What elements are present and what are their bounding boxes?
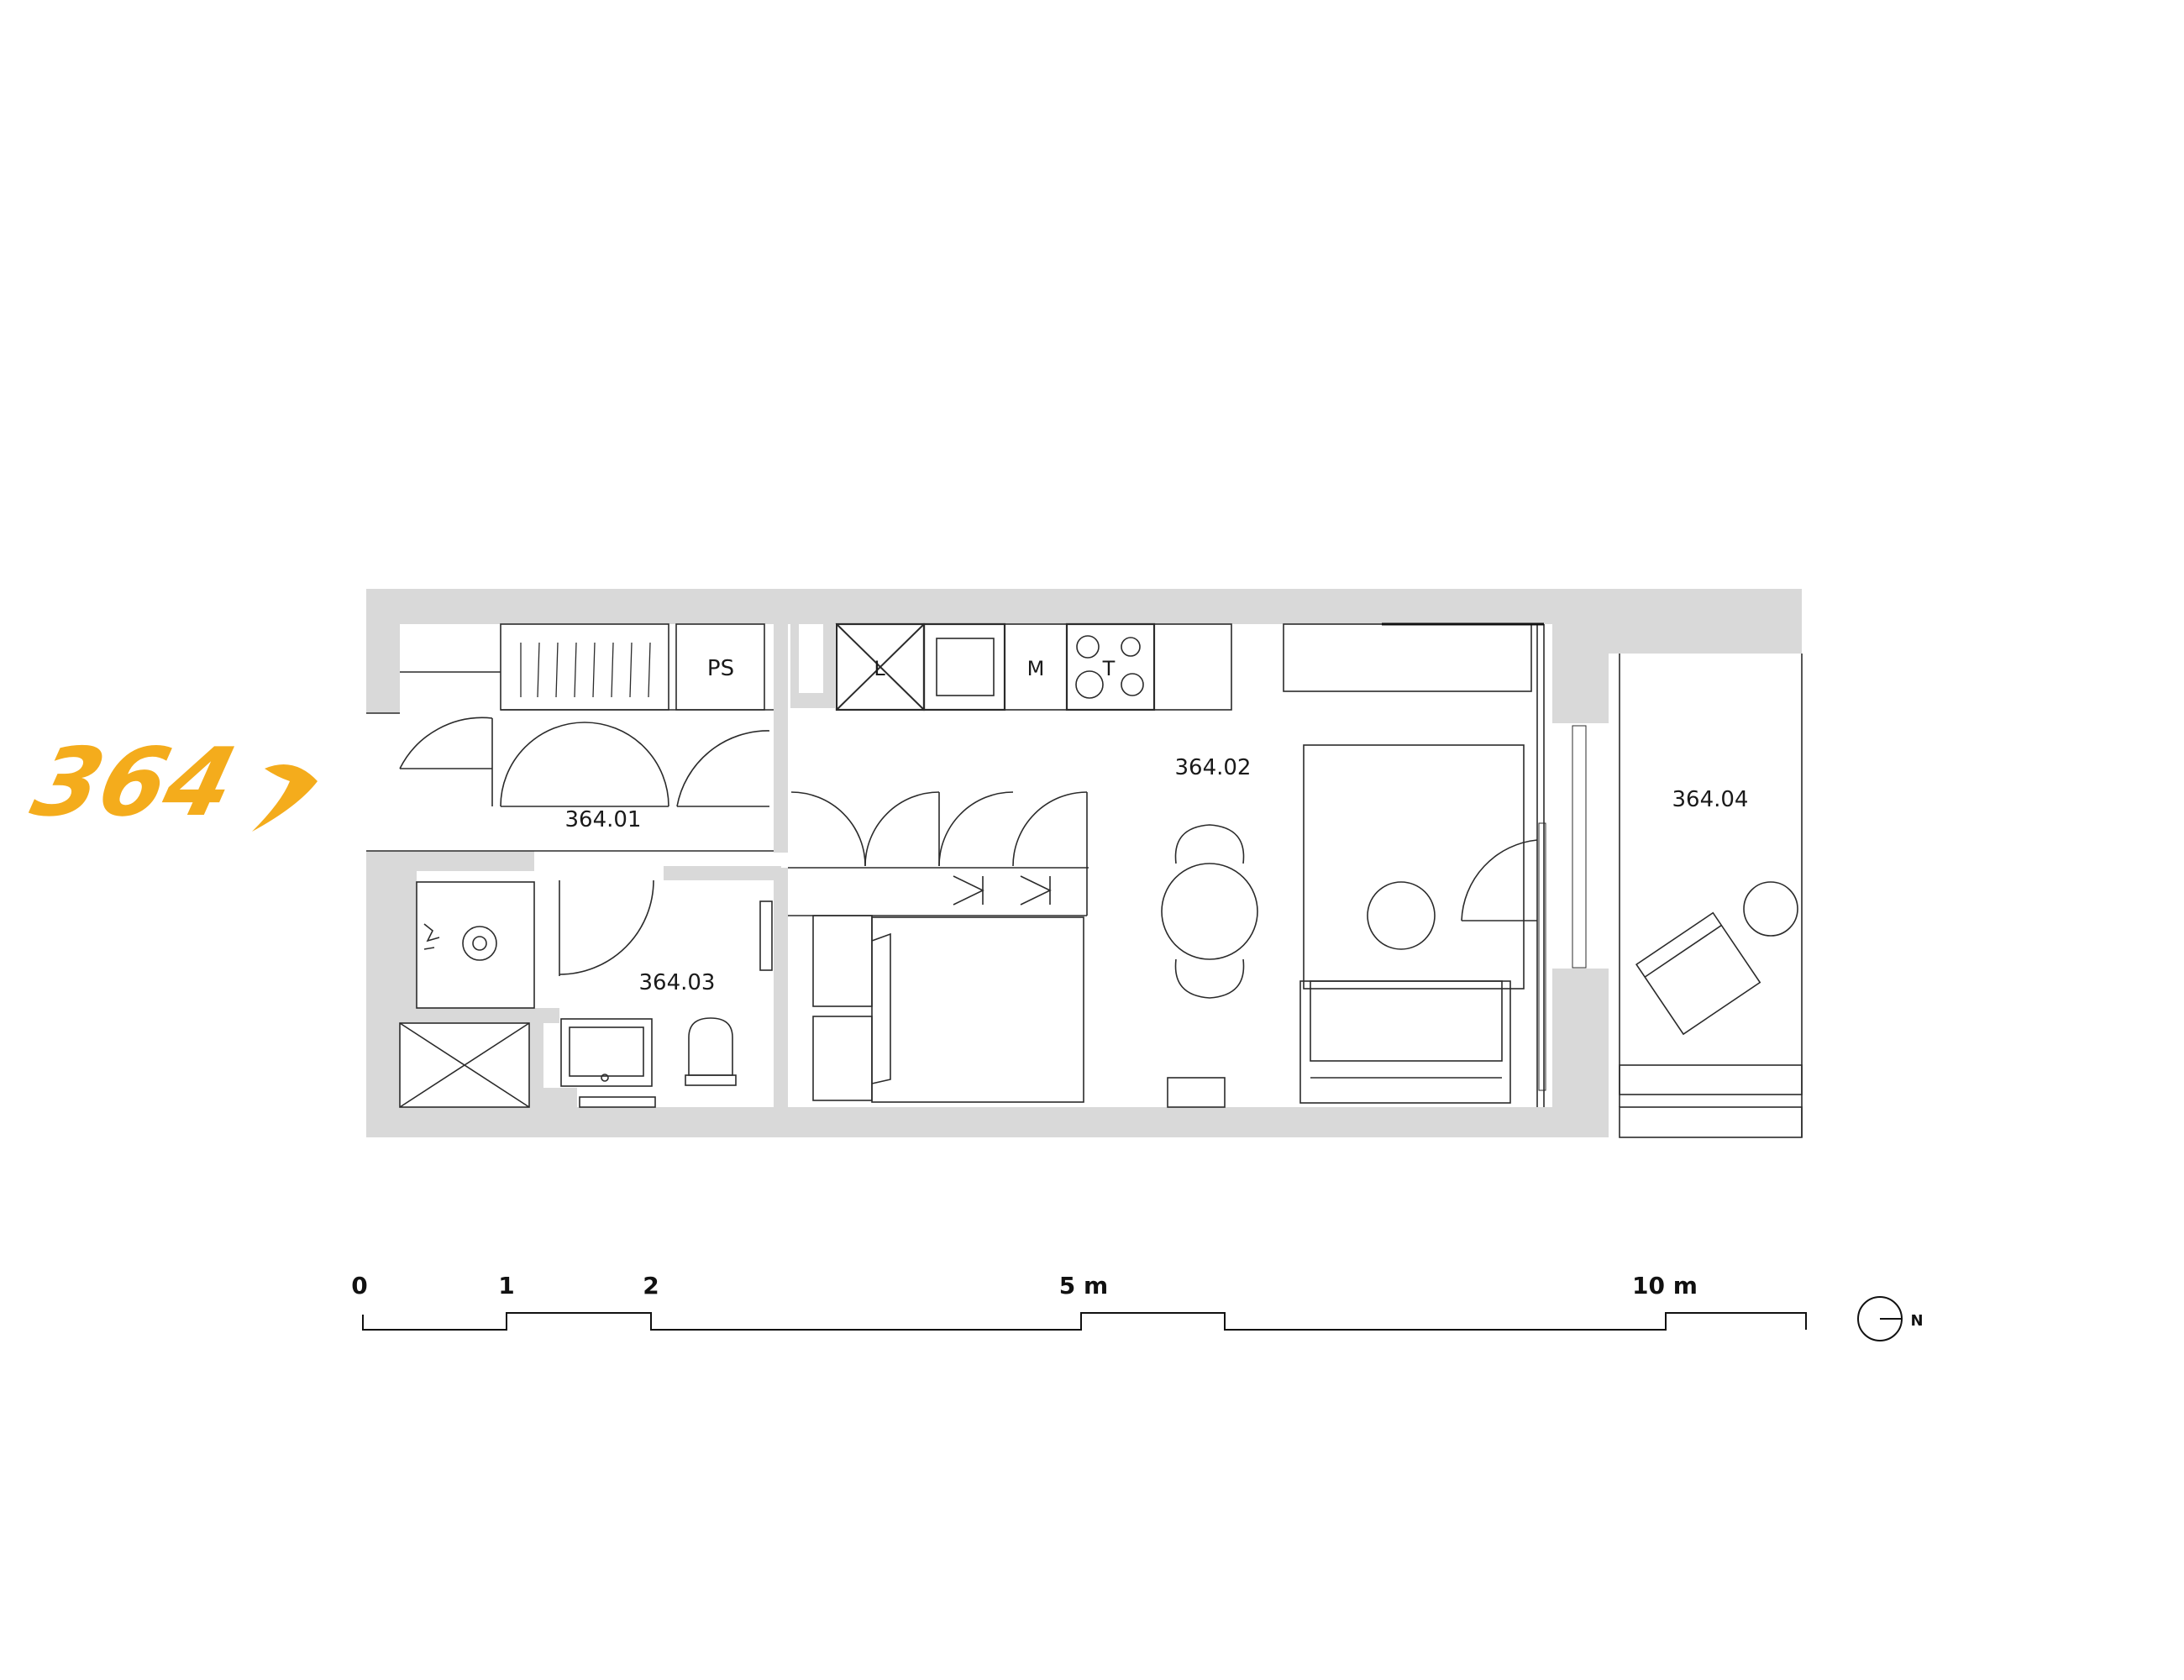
room-label-living: 364.02	[1175, 755, 1252, 780]
room-label-balcony: 364.04	[1672, 787, 1749, 812]
room-labels: 364.01 364.02 364.03 364.04	[565, 755, 1749, 995]
fixture-label-storage: PS	[707, 656, 734, 681]
unit-number-text: 364	[23, 727, 246, 837]
walls	[366, 589, 1802, 1137]
north-arrow-icon: N	[1857, 1296, 1924, 1341]
linework	[366, 622, 1803, 1138]
unit-number-badge: 364	[23, 727, 318, 837]
room-label-bath: 364.03	[639, 970, 716, 995]
scale-bar: 0 1 2 5 m 10 m	[351, 1272, 1807, 1331]
scale-tick-1: 1	[498, 1272, 514, 1299]
fixture-labels: PS L M T	[707, 656, 1116, 681]
fixture-label-cooktop: T	[1102, 657, 1116, 680]
scale-tick-0: 0	[351, 1272, 367, 1299]
north-label: N	[1910, 1312, 1923, 1330]
room-label-entry: 364.01	[565, 807, 642, 832]
scale-tick-5m: 5 m	[1059, 1272, 1108, 1299]
unit-arrow-icon	[252, 764, 318, 832]
scale-tick-2: 2	[643, 1272, 659, 1299]
fixture-label-sink: L	[874, 657, 885, 680]
fixture-label-microwave: M	[1027, 657, 1045, 680]
scale-tick-10m: 10 m	[1632, 1272, 1698, 1299]
